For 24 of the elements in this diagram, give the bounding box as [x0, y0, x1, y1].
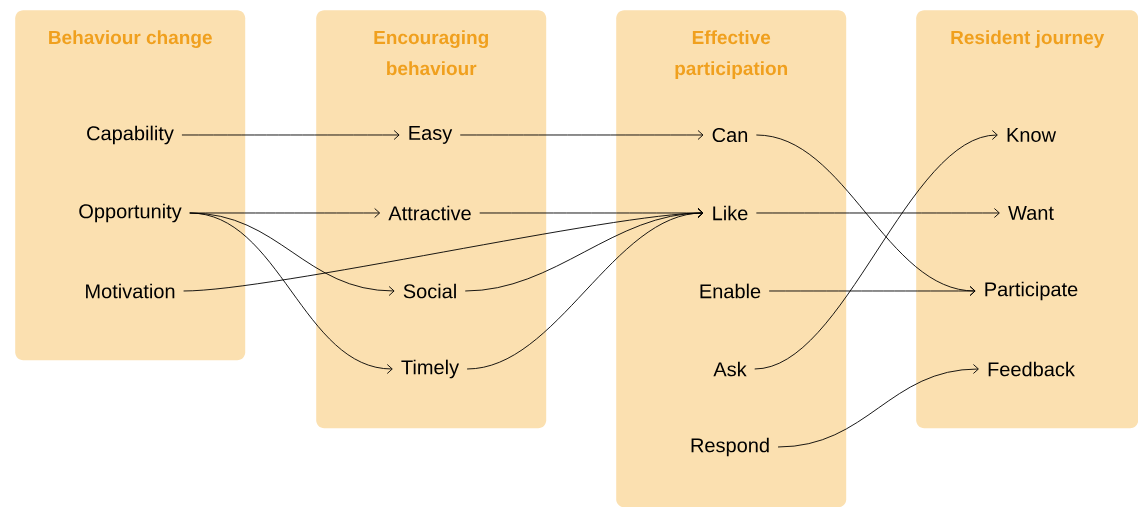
item-label: Attractive [388, 205, 471, 221]
arrow [181, 130, 400, 140]
item-label: Respond [691, 437, 769, 457]
item-label: Opportunity [79, 203, 182, 223]
item-label: Feedback [988, 361, 1075, 377]
item-label: Know [1007, 128, 1057, 142]
arrow [754, 130, 998, 370]
arrow [777, 364, 979, 448]
arrow [459, 130, 704, 140]
item-label: Motivation [86, 283, 175, 299]
item-label: Enable [700, 283, 761, 299]
arrow [189, 212, 393, 374]
item-label: Social [403, 283, 456, 299]
item-label: Like [713, 205, 748, 221]
item-label: Ask [713, 361, 747, 377]
item-label: Can [712, 127, 748, 143]
item-label: Timely [401, 359, 460, 379]
item-label: Easy [409, 126, 453, 144]
arrow [768, 286, 976, 296]
arrow [755, 208, 1000, 218]
item-label: Want [1008, 206, 1054, 220]
arrow [466, 208, 704, 370]
item-label: Capability [87, 125, 174, 145]
item-label: Participate [985, 281, 1078, 301]
